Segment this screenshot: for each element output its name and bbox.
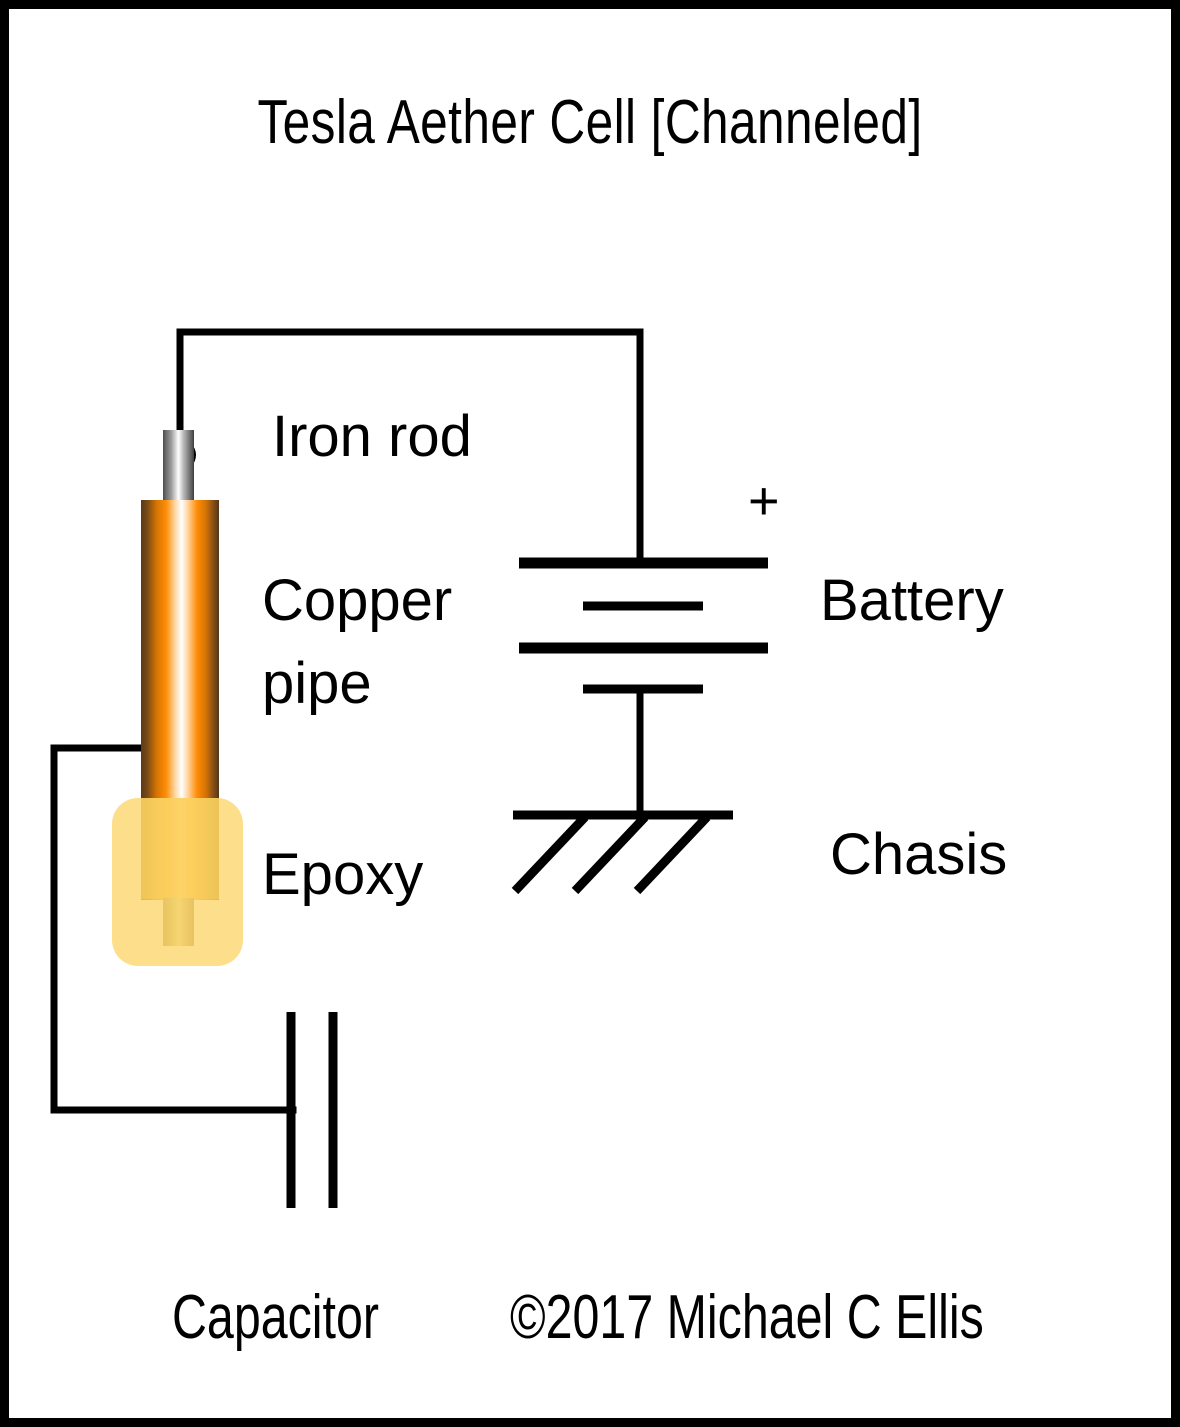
label-battery-positive-terminal: + [748, 471, 780, 531]
capacitor-symbol [286, 1012, 338, 1208]
label-copper-pipe-line1: Copper [262, 568, 453, 633]
label-copper-pipe-line2: pipe [262, 651, 372, 716]
label-epoxy: Epoxy [262, 842, 424, 907]
label-iron-rod: Iron rod [272, 404, 472, 469]
label-battery: Battery [820, 568, 1004, 633]
page-title: Tesla Aether Cell [Channeled] [257, 88, 923, 157]
junction-dot-iron-rod [164, 439, 196, 471]
chassis-hatch-3 [633, 813, 711, 895]
battery-symbol [519, 557, 768, 815]
wire-pipe-to-capacitor [50, 744, 297, 1114]
chassis-ground-symbol [511, 810, 733, 895]
copyright-notice: ©2017 Michael C Ellis [510, 1283, 984, 1352]
wire-rod-to-battery [176, 328, 644, 567]
label-chasis: Chasis [830, 822, 1008, 887]
chassis-hatch-1 [511, 813, 589, 895]
label-capacitor: Capacitor [172, 1283, 379, 1352]
junction-dot-copper-pipe [167, 732, 199, 764]
chassis-hatch-2 [571, 813, 649, 895]
